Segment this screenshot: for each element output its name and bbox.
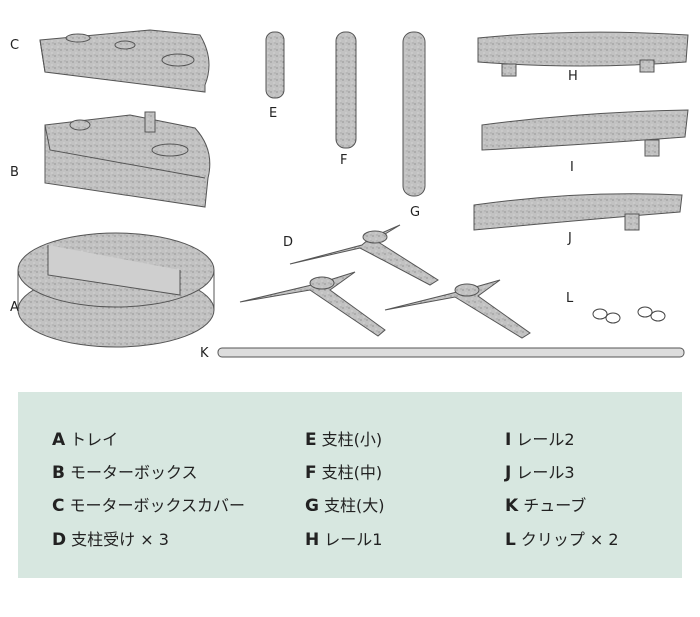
part-l-clips (592, 306, 666, 324)
part-h-rail-1 (477, 31, 689, 77)
label-l: L (566, 291, 574, 306)
parts-illustration (17, 29, 689, 358)
part-c-motor-box-cover (39, 29, 210, 93)
label-f: F (340, 153, 348, 168)
label-a: A (10, 300, 19, 315)
part-e-post-small (265, 31, 285, 99)
part-f-post-medium (335, 31, 357, 149)
part-k-tube (217, 347, 685, 358)
label-g: G (410, 205, 421, 220)
label-e: E (269, 106, 278, 121)
part-d-post-holders (239, 224, 531, 339)
label-b: B (10, 165, 19, 180)
label-i: I (570, 160, 574, 175)
label-d: D (283, 235, 294, 250)
part-b-motor-box (44, 111, 211, 208)
part-i-rail-2 (481, 109, 689, 157)
part-j-rail-3 (473, 193, 683, 231)
part-a-tray (17, 232, 215, 348)
label-c: C (10, 38, 20, 53)
label-k: K (200, 346, 209, 361)
part-g-post-large (402, 31, 426, 197)
label-h: H (568, 69, 578, 84)
label-j: J (568, 231, 572, 246)
